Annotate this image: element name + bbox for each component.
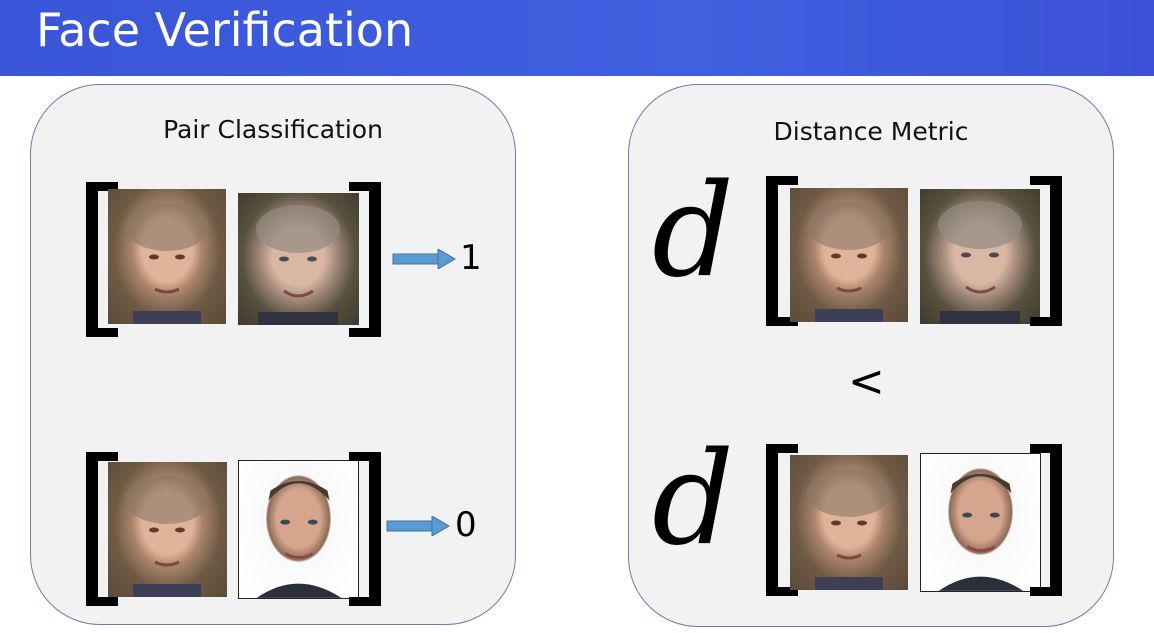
- right-bracket: [1030, 176, 1062, 326]
- left-bracket: [766, 176, 798, 326]
- title-bar: Face Verification: [0, 0, 1154, 76]
- face-photo-other-person: [920, 453, 1041, 592]
- face-photo-hinton-2: [920, 189, 1040, 324]
- left-bracket: [766, 444, 798, 596]
- right-bracket: [349, 452, 381, 606]
- slide-title: Face Verification: [36, 3, 414, 57]
- face-photo-hinton-2: [238, 193, 359, 325]
- right-bracket: [1030, 444, 1062, 596]
- face-photo-hinton-1: [108, 189, 226, 324]
- face-photo-hinton-1: [108, 462, 227, 597]
- classification-output-1: 1: [460, 238, 482, 278]
- right-bracket: [349, 182, 381, 337]
- distance-function-d: d: [652, 157, 734, 306]
- right-arrow-icon: [386, 516, 450, 536]
- pair-classification-heading: Pair Classification: [163, 115, 383, 144]
- face-photo-hinton-1: [790, 188, 908, 322]
- distance-function-d: d: [652, 425, 734, 574]
- face-photo-hinton-1: [790, 455, 908, 590]
- distance-metric-heading: Distance Metric: [773, 117, 969, 146]
- face-photo-other-person: [238, 460, 359, 599]
- left-bracket: [86, 182, 118, 337]
- left-bracket: [86, 452, 118, 606]
- classification-output-0: 0: [455, 505, 477, 545]
- less-than-operator: <: [848, 356, 885, 407]
- right-arrow-icon: [392, 249, 456, 269]
